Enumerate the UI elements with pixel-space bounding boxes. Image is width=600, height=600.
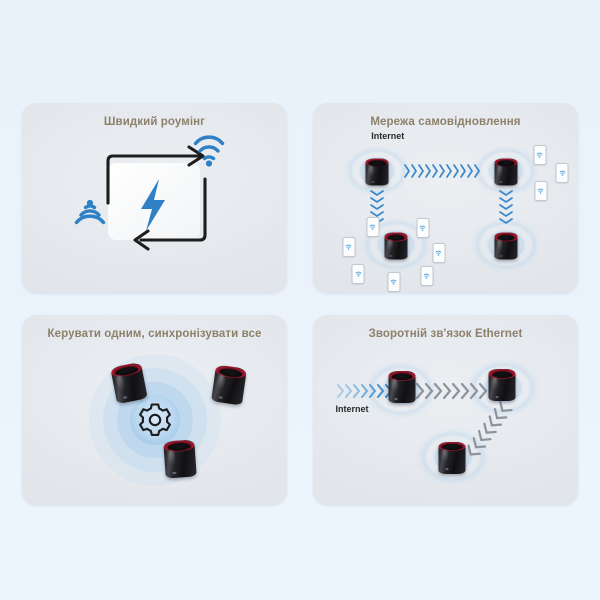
panel-manage-sync: Керувати одним, синхронізувати все [22,315,287,505]
fast-roaming-diagram [22,103,287,293]
panel-title-fast-roaming: Швидкий роумінг [103,116,206,128]
panel-fast-roaming: Швидкий роумінг [22,103,287,293]
router-icon [365,158,389,186]
self-healing-diagram: Internet [313,103,578,293]
internet-label: Internet [335,404,369,415]
phone-icon [366,217,380,238]
router-icon [388,371,416,404]
arrow-left-icon [133,229,150,251]
phone-icon [342,237,356,258]
router-icon [162,439,197,479]
chevron-arrow-icon [467,400,513,456]
internet-label: Internet [371,130,405,141]
router-icon [384,232,408,260]
chevron-arrow-icon [415,382,488,400]
ethernet-backhaul-diagram: Internet [313,315,578,505]
chevron-arrow-icon [499,190,513,225]
chevron-arrow-icon [404,164,481,178]
signal-core [130,395,180,445]
arrow-right-icon [187,145,205,167]
router-icon [438,441,466,474]
manage-sync-diagram [22,315,287,505]
panel-title-self-healing: Мережа самовідновлення [370,116,521,128]
gear-icon [139,403,171,436]
phone-icon [555,163,569,184]
phone-icon [351,264,365,284]
phone-icon [533,145,547,166]
phone-icon [416,218,430,239]
phone-icon [432,243,446,264]
chevron-arrow-icon [337,384,393,398]
phone-icon [420,265,434,286]
phone-icon [534,181,548,202]
router-icon [494,158,518,186]
wifi-signal-icon [74,204,106,225]
panel-title-ethernet-backhaul: Зворотній зв'язок Ethernet [368,328,523,340]
panel-self-healing-network: Мережа самовідновлення [313,103,578,293]
router-icon [494,232,518,260]
panel-title-manage-sync: Керувати одним, синхронізувати все [47,328,262,340]
router-icon [210,364,247,406]
wifi-dot-icon [205,160,213,167]
lightning-bolt-icon [141,179,165,231]
feature-panel-grid: Швидкий роумінг [22,103,578,505]
phone-icon [387,271,401,292]
router-icon [488,369,516,402]
wifi-icon [193,135,225,161]
wifi-dot-icon-2 [86,199,94,207]
panel-ethernet-backhaul: Зворотній зв'язок Ethernet [313,315,578,505]
